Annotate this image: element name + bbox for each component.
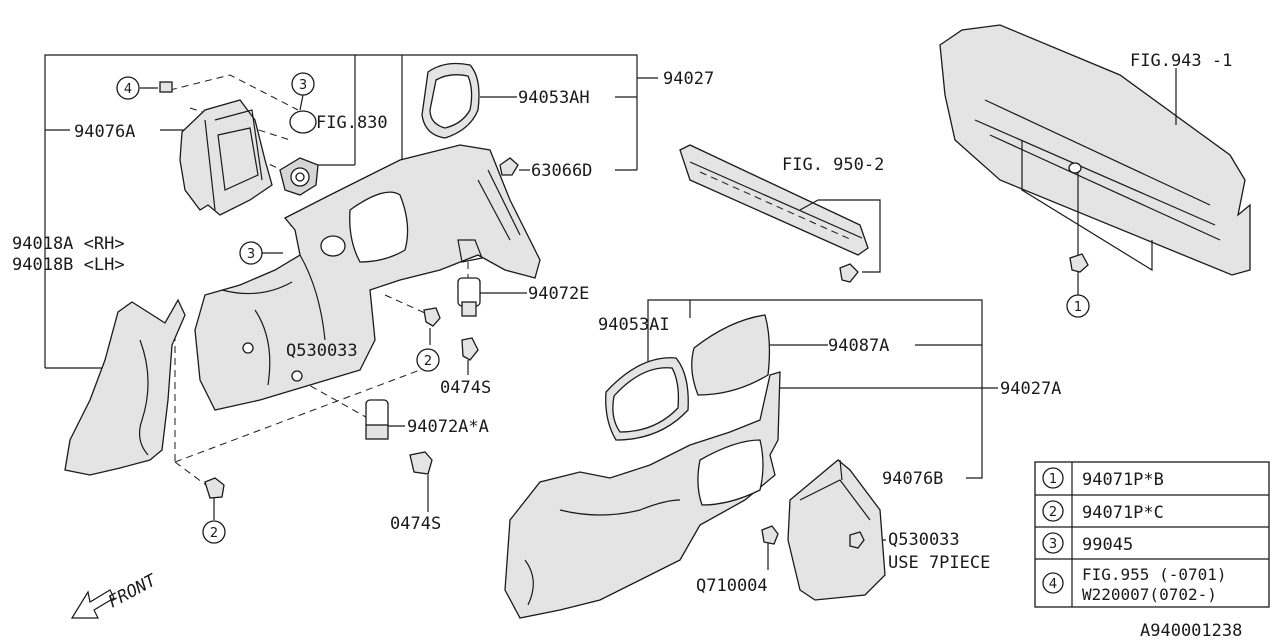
legend-value-2: 94071P*C [1082, 503, 1164, 523]
legend-value-1: 94071P*B [1082, 470, 1164, 490]
callout-3-top [291, 72, 315, 96]
callout-2-mid [416, 348, 440, 372]
right-leader-lines [647, 299, 998, 570]
hook-94072a [365, 399, 389, 440]
label-94072e: 94072E [528, 284, 589, 304]
label-94018a: 94018A <RH> [12, 234, 125, 254]
legend-value-3: 99045 [1082, 535, 1133, 555]
label-63066d: 63066D [531, 161, 592, 181]
duct-part-94076b [787, 459, 886, 601]
label-94076a: 94076A [74, 122, 135, 142]
callout-4-text: 4 [124, 82, 132, 97]
window-trim-94053ah [421, 62, 480, 139]
callout-2-low-text: 2 [210, 526, 218, 541]
label-94076b: 94076B [882, 469, 943, 489]
legend-value-4b: W220007(0702-) [1082, 585, 1217, 604]
callout-4 [116, 76, 140, 100]
diagram-id: A940001238 [1140, 621, 1242, 640]
label-use-7piece: USE 7PIECE [888, 553, 990, 573]
callout-1-text: 1 [1074, 300, 1082, 315]
right-labels: 94053AI 94087A 94027A 94076B Q530033 USE… [598, 315, 1061, 596]
window-trim-94053ai [605, 357, 689, 441]
panel-fig943: FIG.943 -1 1 [939, 24, 1251, 318]
quarter-trim-94027a [504, 371, 781, 619]
glass-94087a [691, 314, 771, 396]
legend-key-3 [1042, 532, 1064, 554]
legend-key-1-text: 1 [1049, 472, 1057, 487]
label-94087a: 94087A [828, 336, 889, 356]
label-94027a: 94027A [1000, 379, 1061, 399]
front-arrow: FRONT [70, 570, 161, 619]
lamp-assembly [279, 157, 319, 196]
lower-pillar-trim [64, 298, 186, 476]
label-94072a: 94072A*A [407, 417, 489, 437]
legend-key-2-text: 2 [1049, 505, 1057, 520]
label-94018b: 94018B <LH> [12, 255, 125, 275]
callout-3-mid-text: 3 [247, 247, 255, 262]
legend-value-4a: FIG.955 (-0701) [1082, 565, 1227, 584]
label-fig830: FIG.830 [316, 113, 388, 133]
label-q710004: Q710004 [696, 576, 768, 596]
callout-2-low [202, 520, 226, 544]
callout-3-mid [239, 241, 263, 265]
legend-key-3-text: 3 [1049, 537, 1057, 552]
legend-key-1 [1042, 467, 1064, 489]
label-q530033-right: Q530033 [888, 530, 960, 550]
callout-2-mid-text: 2 [424, 354, 432, 369]
legend-key-4 [1042, 572, 1064, 594]
left-callouts: 4 3 3 2 2 [116, 72, 440, 544]
left-fasteners [159, 81, 519, 499]
label-94027: 94027 [663, 69, 714, 89]
label-94053ai: 94053AI [598, 315, 670, 335]
label-fig943: FIG.943 -1 [1130, 51, 1232, 71]
left-labels: 94027 94053AH 63066D FIG.830 94076A 9401… [12, 69, 714, 534]
rail-fig950: FIG. 950-2 [679, 144, 884, 283]
quarter-trim-panel [194, 144, 541, 411]
duct-part-94076a [179, 99, 273, 216]
front-label: FRONT [105, 570, 161, 613]
right-fasteners [761, 525, 865, 549]
label-0474s-upper: 0474S [440, 378, 491, 398]
label-0474s-lower: 0474S [390, 514, 441, 534]
label-q530033-left: Q530033 [286, 341, 358, 361]
callout-3-top-text: 3 [299, 78, 307, 93]
legend-table: 1 94071P*B 2 94071P*C 3 99045 4 FIG.955 … [1034, 461, 1270, 608]
legend-key-2 [1042, 500, 1064, 522]
hook-94072e [457, 239, 483, 317]
label-fig950: FIG. 950-2 [782, 155, 884, 175]
legend-key-4-text: 4 [1049, 577, 1057, 592]
label-94053ah: 94053AH [518, 88, 590, 108]
